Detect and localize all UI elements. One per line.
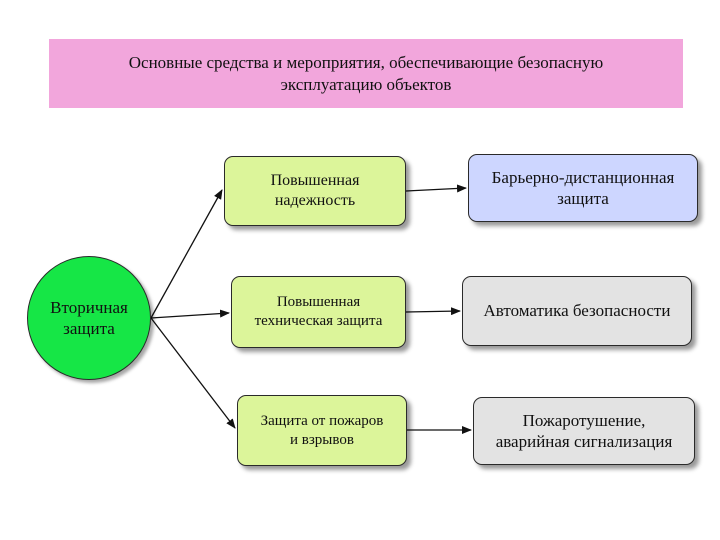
means-node-safety-automation: Автоматика безопасности [462, 276, 692, 346]
measure-node-reliability: Повышенная надежность [224, 156, 406, 226]
arrow-root-to-technical [150, 309, 230, 319]
means-node-fire-extinguishing: Пожаротушение, аварийная сигнализация [473, 397, 695, 465]
measure-node-fire-explosion-protection: Защита от пожаров и взрывов [237, 395, 407, 466]
arrow-root-to-fire [150, 317, 236, 429]
root-node-label: Вторичная защита [50, 297, 128, 338]
arrow-reliability-to-barrier [405, 184, 467, 193]
measure-node-label: Повышенная надежность [270, 172, 360, 209]
means-node-barrier-distance: Барьерно-дистанционная защита [468, 154, 698, 222]
measure-node-label: Повышенная техническая защита [254, 294, 383, 329]
means-node-label: Автоматика безопасности [483, 301, 671, 321]
diagram-title: Основные средства и мероприятия, обеспеч… [128, 53, 604, 94]
means-node-label: Барьерно-дистанционная защита [491, 167, 675, 208]
root-node-secondary-protection: Вторичная защита [27, 256, 151, 380]
measure-node-label: Защита от пожаров и взрывов [260, 412, 384, 448]
arrow-technical-to-automation [405, 307, 461, 316]
arrow-root-to-reliability [150, 189, 223, 319]
means-node-label: Пожаротушение, аварийная сигнализация [495, 410, 673, 451]
measure-node-technical-protection: Повышенная техническая защита [231, 276, 406, 348]
diagram-title-box: Основные средства и мероприятия, обеспеч… [49, 39, 683, 108]
